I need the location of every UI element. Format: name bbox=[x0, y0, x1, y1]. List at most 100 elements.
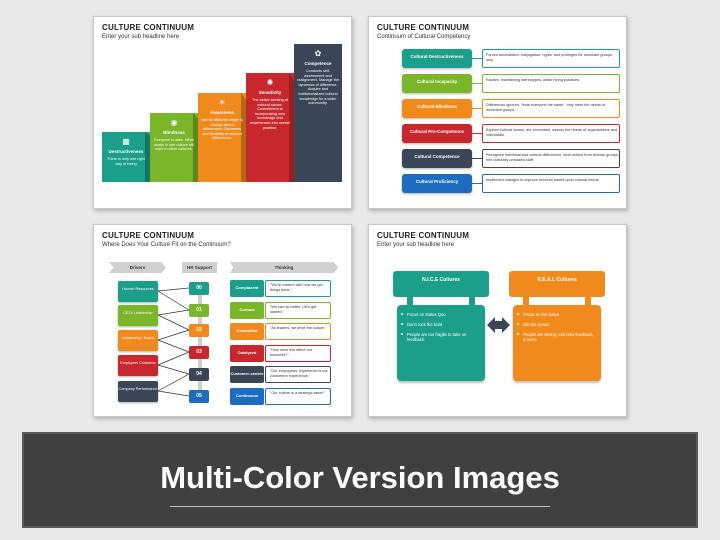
real-strap-right bbox=[585, 297, 591, 305]
thinking-label-box: Curious bbox=[230, 302, 264, 319]
drivers-header-label: Drivers bbox=[129, 265, 146, 270]
step-title: Competence bbox=[304, 61, 332, 66]
bullet-icon bbox=[517, 333, 519, 335]
eye-icon: ◉ bbox=[170, 118, 178, 127]
thinking-header-label: Thinking bbox=[274, 265, 294, 270]
level-label-text: Cultural Competence bbox=[414, 154, 460, 159]
driver-label: Employee/ Customer bbox=[120, 361, 156, 365]
nice-point-text: Don't rock the boat bbox=[407, 322, 443, 327]
level-number: 02 bbox=[196, 327, 202, 333]
level-number-box: 00 bbox=[189, 282, 209, 295]
slide-title: CULTURE CONTINUUM bbox=[377, 231, 470, 240]
connector-lines bbox=[157, 287, 190, 397]
level-label-text: Cultural Proficiency bbox=[415, 179, 459, 184]
step-title: Sensitivity bbox=[258, 90, 282, 95]
slide-title: CULTURE CONTINUUM bbox=[377, 23, 470, 32]
step-fold bbox=[193, 113, 198, 182]
thinking-quote-box: "How does this affect our business?" bbox=[265, 345, 331, 362]
nice-point: Focus on status Quo bbox=[401, 312, 481, 317]
thinking-quote-box: "We can do better. Let's get started." bbox=[265, 302, 331, 319]
thinking-label-box: Continuous bbox=[230, 388, 264, 405]
hr-header-label: HR Support bbox=[187, 265, 212, 270]
thinking-label-box: Catalyzed bbox=[230, 345, 264, 362]
slide-thumbnail-1[interactable]: CULTURE CONTINUUM Enter your sub headlin… bbox=[93, 16, 352, 209]
gear-icon: ✺ bbox=[266, 78, 274, 87]
slide-thumbnail-3[interactable]: CULTURE CONTINUUM Where Does Your Cultur… bbox=[93, 224, 352, 417]
thinking-label-box: Committed bbox=[230, 323, 264, 340]
level-number-box: 04 bbox=[189, 368, 209, 381]
slide-subtitle: Continuum of Cultural Competency bbox=[377, 34, 471, 40]
level-description-box: Racism, maintaining stereotypes, unfair … bbox=[482, 74, 620, 93]
level-label: Cultural Pre-Competence bbox=[402, 124, 472, 143]
step-column bbox=[294, 44, 342, 182]
thinking-quote-box: "We're content with how we get things do… bbox=[265, 280, 331, 297]
building-icon: ▦ bbox=[122, 137, 130, 146]
thinking-quote: "We can do better. Let's get started." bbox=[270, 305, 317, 314]
bullet-icon bbox=[517, 323, 519, 325]
real-point: People are strong, can take feedback, & … bbox=[517, 332, 597, 342]
real-point-text: Focus on the future bbox=[523, 312, 560, 317]
level-number-box: 01 bbox=[189, 304, 209, 317]
thinking-label: Complacent bbox=[235, 285, 259, 290]
thinking-quote: "As leaders, we drive the culture." bbox=[270, 326, 327, 330]
step-fold bbox=[145, 132, 150, 182]
level-description-box: Explore cultural issues, are committed, … bbox=[482, 124, 620, 143]
level-number: 04 bbox=[196, 371, 202, 377]
driver-label: Human Resources bbox=[122, 287, 154, 291]
level-label-text: Cultural Pre-Competence bbox=[409, 129, 464, 134]
thinking-header: Thinking bbox=[230, 262, 338, 273]
lightbulb-icon: ☀ bbox=[218, 98, 226, 107]
slide-subtitle: Enter your sub headline here bbox=[377, 242, 455, 248]
step-description: The active seeking of cultural advice. C… bbox=[250, 98, 290, 130]
nice-strap-right bbox=[469, 297, 475, 305]
bullet-icon bbox=[401, 333, 403, 335]
step-description: Conducts self-assessment and realignment… bbox=[297, 69, 340, 106]
step-column bbox=[150, 113, 198, 182]
driver-box: CEO/ Leadership bbox=[118, 305, 158, 326]
step-fold bbox=[241, 93, 246, 182]
step-fold bbox=[289, 73, 294, 182]
nice-point: Don't rock the boat bbox=[401, 322, 481, 327]
thinking-quote-box: "Our culture is a strategic asset." bbox=[265, 388, 331, 405]
driver-box: Employee/ Customer bbox=[118, 355, 158, 376]
thinking-label: Catalyzed bbox=[237, 350, 257, 355]
real-point-text: People are strong, can take feedback, & … bbox=[523, 332, 594, 342]
nice-point-text: Focus on status Quo bbox=[407, 312, 446, 317]
slide-title: CULTURE CONTINUUM bbox=[102, 231, 195, 240]
level-description: Differences ignored, "treat everyone the… bbox=[486, 103, 606, 112]
level-label-text: Cultural Blindness bbox=[417, 104, 457, 109]
connector bbox=[472, 83, 482, 84]
hr-header: HR Support bbox=[182, 262, 217, 273]
step-title: Blindness bbox=[163, 130, 185, 135]
level-number: 03 bbox=[196, 349, 202, 355]
slide-thumbnail-2[interactable]: CULTURE CONTINUUM Continuum of Cultural … bbox=[368, 16, 627, 209]
step-description: Everyone is alike. What works in one cul… bbox=[153, 138, 195, 152]
step-column bbox=[198, 93, 246, 182]
connector bbox=[472, 108, 482, 109]
thinking-quote: "Our culture is a strategic asset." bbox=[270, 391, 326, 395]
level-label: Cultural Destructiveness bbox=[402, 49, 472, 68]
real-point-text: Stir the ocean bbox=[523, 322, 549, 327]
thinking-label: Curious bbox=[239, 307, 255, 312]
driver-box: Company Performance bbox=[118, 381, 158, 402]
level-label-text: Cultural Incapacity bbox=[416, 79, 458, 84]
connector bbox=[472, 58, 482, 59]
level-track bbox=[198, 285, 202, 397]
nice-point: People are too fragile to take on feedba… bbox=[401, 332, 481, 342]
connector bbox=[472, 183, 482, 184]
level-description-box: Forced assimilation, subjugation, rights… bbox=[482, 49, 620, 68]
driver-label: Leadership / Board bbox=[121, 336, 155, 340]
level-description-box: Differences ignored, "treat everyone the… bbox=[482, 99, 620, 118]
thinking-quote-box: "Our employees' experience is our custom… bbox=[265, 366, 331, 383]
nice-point-text: People are too fragile to take on feedba… bbox=[407, 332, 467, 342]
level-description: Forced assimilation, subjugation, rights… bbox=[486, 53, 612, 62]
step-title: Destructiveness bbox=[108, 149, 144, 154]
thinking-label: Continuous bbox=[235, 393, 259, 398]
level-label-text: Cultural Destructiveness bbox=[410, 54, 464, 59]
slide-subtitle: Where Does Your Culture Fit on the Conti… bbox=[102, 242, 231, 248]
banner-title: Multi-Color Version Images bbox=[160, 460, 560, 495]
drivers-header: Drivers bbox=[109, 262, 166, 273]
slide-thumbnail-4[interactable]: CULTURE CONTINUUM Enter your sub headlin… bbox=[368, 224, 627, 417]
